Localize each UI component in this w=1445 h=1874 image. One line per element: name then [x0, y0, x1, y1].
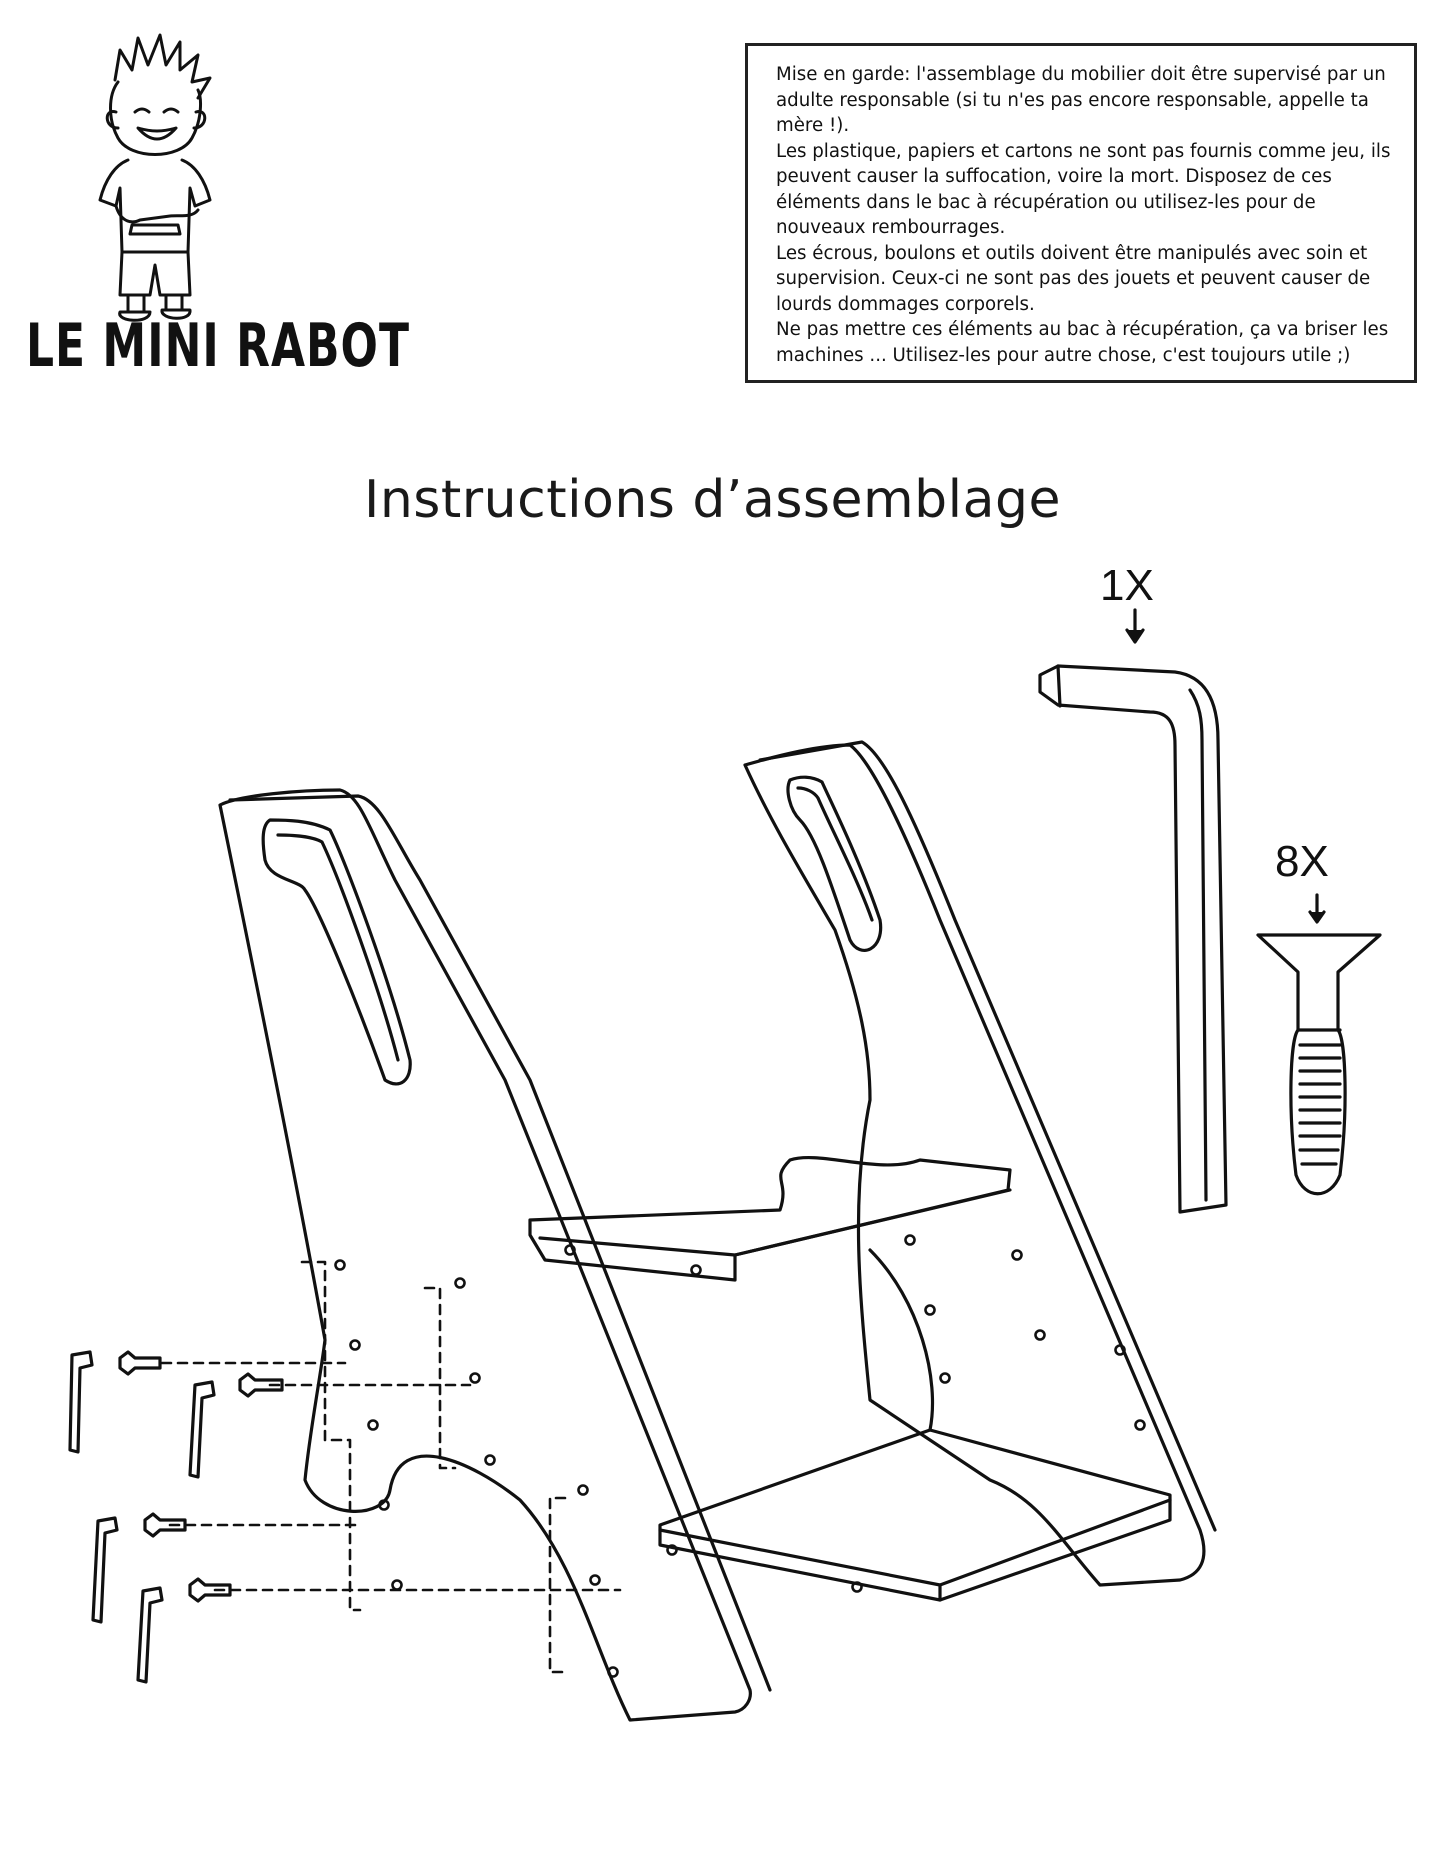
stool-back-brace: [868, 1248, 935, 1432]
boy-illustration: [98, 33, 212, 322]
warning-paragraph-recycling: Ne pas mettre ces éléments au bac à récu…: [776, 319, 1389, 366]
screw-quantity: 8X: [1275, 837, 1329, 886]
small-allen-key-icon-1: [68, 1350, 94, 1454]
small-screw-icon-4: [188, 1577, 232, 1603]
step-stool-exploded-view: 1X 8X: [68, 561, 1382, 1722]
allen-key-quantity: 1X: [1100, 561, 1154, 610]
brand-logo: LE MINI RABOT: [20, 20, 409, 390]
warning-paragraph-packaging: Les plastique, papiers et cartons ne son…: [776, 140, 1391, 239]
screw-holes: [334, 1234, 1146, 1678]
screw-icon: [1256, 933, 1382, 1196]
assembly-diagram: 1X 8X: [0, 540, 1445, 1870]
small-screw-icon-2: [238, 1372, 284, 1398]
stool-lower-step: [658, 1428, 1172, 1602]
screw-alignment-guides: [160, 1260, 622, 1674]
small-allen-key-icon-2: [188, 1380, 216, 1479]
stool-right-side-panel: [743, 740, 1217, 1587]
small-allen-key-icon-4: [136, 1586, 164, 1684]
brand-logo-text: LE MINI RABOT: [26, 312, 410, 381]
stool-upper-step: [528, 1155, 1012, 1282]
page-title: Instructions d’assemblage: [364, 470, 1061, 530]
small-screw-icon-1: [118, 1350, 162, 1376]
safety-warning-box: Mise en garde: l'assemblage du mobilier …: [745, 43, 1417, 383]
small-screw-icon-3: [143, 1512, 187, 1538]
stool-left-side-panel: [218, 788, 772, 1722]
warning-paragraph-supervision: Mise en garde: l'assemblage du mobilier …: [776, 64, 1386, 136]
warning-paragraph-hardware: Les écrous, boulons et outils doivent êt…: [776, 242, 1371, 315]
allen-key-icon: [1038, 664, 1228, 1214]
small-allen-key-icon-3: [91, 1516, 119, 1624]
